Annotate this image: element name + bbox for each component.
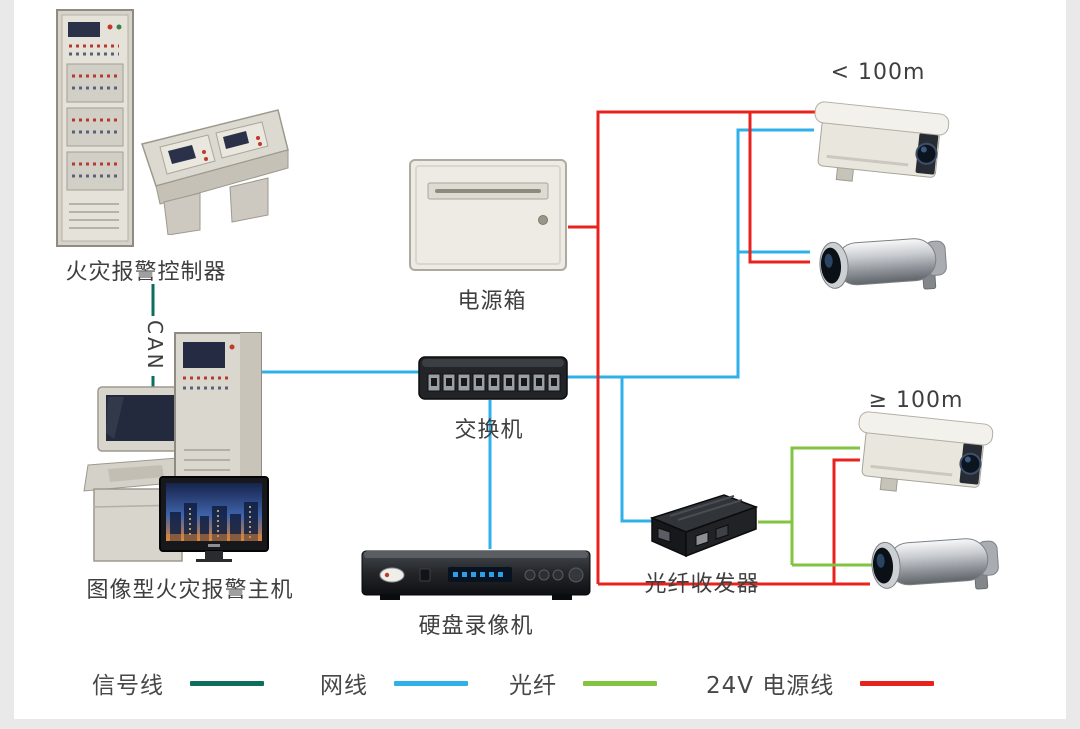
power-box-lock xyxy=(538,215,548,225)
legend-item-fiber: 光纤 xyxy=(509,666,657,700)
camera-lens xyxy=(959,452,982,475)
fiber-branch-box-camera-far xyxy=(790,446,860,565)
dvr-logo xyxy=(379,567,405,583)
fire-alarm-controller-console xyxy=(128,80,293,239)
bullet-camera-far xyxy=(858,524,1010,608)
label-fiber-transceiver: 光纤收发器 xyxy=(644,572,760,597)
camera-sunshield xyxy=(858,411,994,446)
page-margin-left xyxy=(0,0,14,729)
page-margin-bottom xyxy=(0,719,1080,729)
label-can-bus: CAN xyxy=(142,316,168,376)
power-box-vent-slot xyxy=(435,189,541,193)
console-screen-left xyxy=(168,145,196,164)
legend-swatch-power xyxy=(860,680,935,686)
console-screen-right xyxy=(223,131,249,149)
controller-display xyxy=(68,22,100,37)
host-keyboard xyxy=(108,465,164,482)
legend-label-network: 网线 xyxy=(320,673,368,699)
legend-swatch-signal xyxy=(190,680,264,686)
legend-label-fiber: 光纤 xyxy=(509,673,557,699)
power-branch-bullet-camera-near xyxy=(748,112,810,264)
dvr-device xyxy=(360,539,592,607)
fire-alarm-controller-cabinet xyxy=(55,8,135,252)
transceiver-rj45-port xyxy=(695,531,709,547)
switch-to-transceiver-network-wire xyxy=(620,377,656,523)
label-fire-alarm-controller: 火灾报警控制器 xyxy=(65,260,227,285)
legend-item-signal: 信号线 xyxy=(92,666,264,700)
host-monitor-screen xyxy=(106,395,174,441)
bullet-camera-near xyxy=(806,224,958,308)
label-distance-far: ≥ 100m xyxy=(868,388,964,413)
legend-label-signal: 信号线 xyxy=(92,673,164,699)
dvr-usb-port xyxy=(419,568,431,582)
fiber-transceiver-device xyxy=(642,488,764,566)
legend-swatch-fiber xyxy=(583,680,657,686)
box-camera-near xyxy=(806,100,956,196)
transceiver-fiber-port xyxy=(657,527,671,543)
rack-display xyxy=(183,342,225,368)
legend-label-power: 24V 电源线 xyxy=(706,673,835,699)
network-switch-device xyxy=(418,351,568,407)
label-distance-near: < 100m xyxy=(830,60,926,85)
power-box-device xyxy=(408,158,568,277)
page-margin-right xyxy=(1066,0,1080,729)
camera-lens xyxy=(915,142,938,165)
legend-swatch-network xyxy=(394,680,468,686)
video-monitor-cityscape xyxy=(158,476,270,566)
legend-item-power: 24V 电源线 xyxy=(706,666,935,700)
label-switch: 交换机 xyxy=(454,418,524,443)
power-branch-box-camera-far xyxy=(832,458,860,584)
legend-item-network: 网线 xyxy=(320,666,468,700)
label-image-fire-alarm-host: 图像型火灾报警主机 xyxy=(86,578,294,603)
label-dvr: 硬盘录像机 xyxy=(418,614,534,639)
switch-ports xyxy=(427,373,561,392)
power-trunk-wire xyxy=(596,110,816,584)
camera-sunshield xyxy=(814,101,950,136)
label-power-box: 电源箱 xyxy=(457,289,527,314)
box-camera-far xyxy=(850,410,1000,506)
